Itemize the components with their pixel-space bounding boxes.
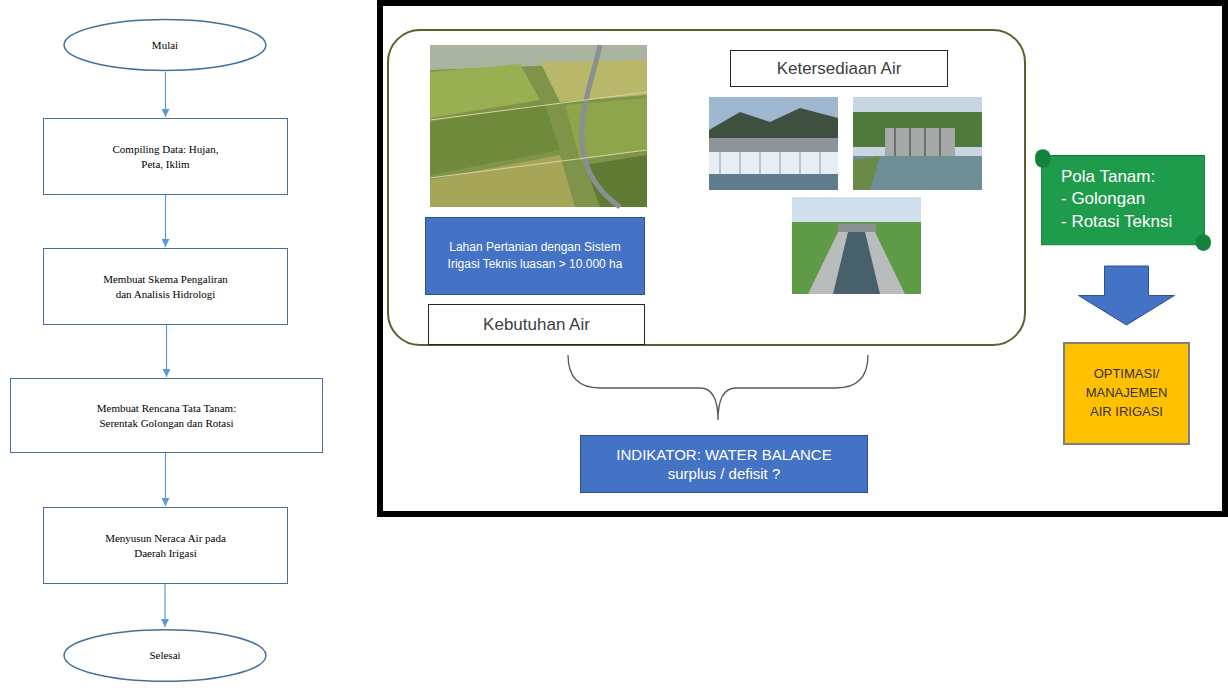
- group-outline: [388, 30, 1025, 345]
- dam-photo: [709, 97, 838, 190]
- canal-walls: [808, 228, 905, 294]
- canal-water: [833, 232, 880, 294]
- heading-box: Ketersediaan Air: [730, 50, 948, 87]
- dam-spillway: [709, 152, 838, 174]
- info-box: Lahan Pertanian dengan Sistem Irigasi Te…: [425, 217, 645, 295]
- field-plot: [430, 155, 575, 207]
- node-text: Lahan Pertanian dengan Sistem Irigasi Te…: [445, 239, 625, 274]
- photo-field: [792, 222, 921, 294]
- photo-sky: [792, 197, 921, 294]
- flow-arrow: [165, 72, 166, 117]
- weir-gate: [885, 128, 955, 156]
- indicator-box: INDIKATOR: WATER BALANCE surplus / defis…: [580, 435, 868, 493]
- node-text: Ketersediaan Air: [739, 59, 939, 79]
- curly-brace: [568, 355, 868, 420]
- photo-sky: [853, 97, 982, 190]
- node-text: Membuat Skema Pengaliran dan Analisis Hi…: [96, 272, 236, 301]
- text-holder: Kebutuhan Air: [437, 315, 637, 335]
- text-holder: Membuat Skema Pengaliran dan Analisis Hi…: [96, 272, 236, 301]
- text-holder: Mulai: [90, 38, 240, 52]
- heading-box: Kebutuhan Air: [428, 304, 645, 345]
- photo-water: [853, 156, 982, 190]
- text-holder: Compiling Data: Hujan, Peta, Iklim: [111, 142, 221, 171]
- canal-gate: [838, 224, 876, 232]
- node-text: Mulai: [90, 38, 240, 52]
- node-text: - Golongan: [1061, 188, 1190, 210]
- gate-frames: [895, 128, 940, 156]
- flow-arrow: [166, 325, 167, 377]
- node-text: Selesai: [90, 648, 240, 662]
- process-box: Membuat Rencana Tata Tanam: Serentak Gol…: [10, 378, 323, 453]
- text-holder: Ketersediaan Air: [739, 59, 939, 79]
- node-text: Menyusun Neraca Air pada Daerah Irigasi: [98, 531, 233, 560]
- photo-road: [582, 45, 620, 207]
- text-holder: Menyusun Neraca Air pada Daerah Irigasi: [98, 531, 233, 560]
- text-holder: Selesai: [90, 648, 240, 662]
- node-text: Compiling Data: Hujan, Peta, Iklim: [111, 142, 221, 171]
- dam-wall: [709, 138, 838, 152]
- panel-frame: [380, 3, 1225, 514]
- node-text: OPTIMASI/ MANAJEMEN AIR IRIGASI: [1077, 365, 1177, 422]
- block-arrow: [1079, 266, 1175, 325]
- canal-photo: [792, 197, 921, 294]
- ellipse-shape: [64, 630, 266, 682]
- text-holder: Membuat Rencana Tata Tanam: Serentak Gol…: [87, 401, 247, 430]
- text-holder: INDIKATOR: WATER BALANCE surplus / defis…: [604, 445, 844, 484]
- terminal-ellipse: Mulai: [62, 18, 268, 72]
- scroll-curl: [1196, 234, 1211, 251]
- weir-photo: [853, 97, 982, 190]
- text-holder: Lahan Pertanian dengan Sistem Irigasi Te…: [445, 239, 625, 274]
- rice-field-photo: [430, 45, 647, 207]
- process-box: Compiling Data: Hujan, Peta, Iklim: [43, 118, 288, 195]
- text-holder: OPTIMASI/ MANAJEMEN AIR IRIGASI: [1077, 365, 1177, 422]
- scroll-curl: [1035, 149, 1050, 168]
- process-box: Menyusun Neraca Air pada Daerah Irigasi: [43, 507, 288, 584]
- photo-ground: [430, 45, 647, 207]
- photo-water: [709, 174, 838, 190]
- photo-bank: [853, 156, 880, 190]
- node-text: Membuat Rencana Tata Tanam: Serentak Gol…: [87, 401, 247, 430]
- field-bund: [430, 92, 647, 178]
- flow-arrow: [165, 453, 166, 506]
- result-box: OPTIMASI/ MANAJEMEN AIR IRIGASI: [1063, 342, 1190, 445]
- terminal-ellipse: Selesai: [62, 628, 268, 683]
- dam-piers: [720, 152, 820, 174]
- photo-sky: [709, 97, 838, 190]
- scroll-banner: Pola Tanam:- Golongan- Rotasi Teknsi: [1033, 145, 1212, 254]
- node-text: INDIKATOR: WATER BALANCE surplus / defis…: [604, 445, 844, 484]
- scroll-heading: Pola Tanam:: [1061, 166, 1190, 188]
- node-text: - Rotasi Teknsi: [1061, 211, 1190, 233]
- scroll-body: [1042, 155, 1205, 244]
- field-plot: [565, 98, 647, 160]
- flow-arrow: [164, 584, 165, 627]
- flow-arrow: [165, 195, 166, 247]
- text-holder: Pola Tanam:- Golongan- Rotasi Teknsi: [1055, 166, 1190, 232]
- process-box: Membuat Skema Pengaliran dan Analisis Hi…: [43, 248, 288, 325]
- node-text: Kebutuhan Air: [437, 315, 637, 335]
- ellipse-shape: [64, 20, 266, 71]
